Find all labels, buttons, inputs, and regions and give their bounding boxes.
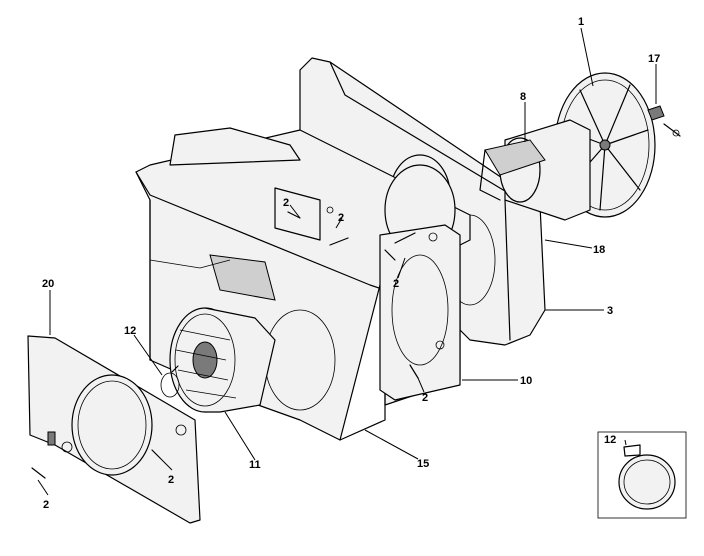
callout-2-f: 2 bbox=[43, 499, 49, 511]
callout-12: 12 bbox=[124, 325, 136, 337]
callout-3: 3 bbox=[607, 305, 613, 317]
motor bbox=[479, 119, 591, 221]
front-panel bbox=[27, 335, 201, 524]
callout-2-c: 2 bbox=[393, 278, 399, 290]
callout-2-e: 2 bbox=[168, 474, 174, 486]
callout-20: 20 bbox=[42, 278, 54, 290]
clamp bbox=[160, 365, 180, 398]
callout-15: 15 bbox=[417, 458, 429, 470]
callout-11: 11 bbox=[249, 459, 261, 471]
callout-12-inset: 12 bbox=[604, 434, 616, 446]
mounting-plate bbox=[379, 224, 461, 401]
callout-18: 18 bbox=[593, 244, 605, 256]
callout-2-d: 2 bbox=[422, 392, 428, 404]
callout-2-a: 2 bbox=[283, 197, 289, 209]
callout-8: 8 bbox=[520, 91, 526, 103]
blower-wheel bbox=[169, 307, 276, 413]
leader-lines bbox=[37, 27, 657, 496]
screws bbox=[31, 206, 419, 479]
clip bbox=[647, 105, 681, 137]
callout-10: 10 bbox=[520, 375, 532, 387]
inset-detail bbox=[597, 431, 687, 519]
callout-2-b: 2 bbox=[338, 212, 344, 224]
callout-17: 17 bbox=[648, 53, 660, 65]
callout-1: 1 bbox=[578, 16, 584, 28]
